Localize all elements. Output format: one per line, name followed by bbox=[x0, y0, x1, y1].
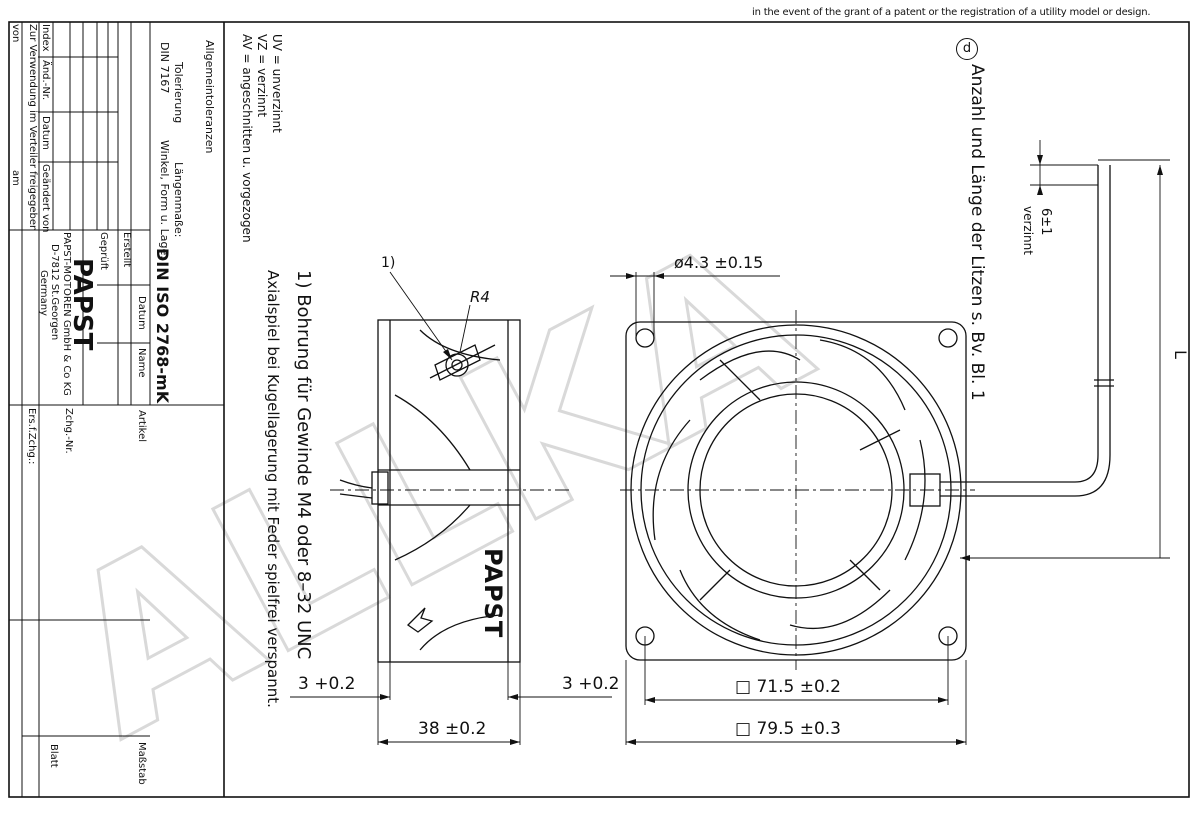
fan-side-view bbox=[330, 319, 570, 663]
tb-on: am bbox=[10, 170, 21, 186]
tb-name: Name bbox=[136, 348, 147, 378]
tb-by: von bbox=[10, 24, 21, 43]
fan-brand-label: PAPST bbox=[479, 548, 507, 639]
note-bore-thread: 1) Bohrung für Gewinde M4 oder 8–32 UNC bbox=[293, 270, 314, 660]
dim-frame-size: □ 79.5 ±0.3 bbox=[735, 719, 842, 739]
tb-sheet: Blatt bbox=[48, 744, 59, 768]
tb-drawing-number: Zchg.-Nr. bbox=[63, 408, 74, 454]
tb-tolerancing: Tolerierung bbox=[172, 62, 185, 124]
tb-rev-date: Datum bbox=[40, 116, 51, 150]
tb-checked: Geprüft bbox=[98, 232, 109, 270]
note-axial-play: Axialspiel bei Kugellagerung mit Feder s… bbox=[264, 270, 282, 708]
title-block-grid bbox=[9, 22, 224, 797]
dimension-lines bbox=[290, 140, 1170, 745]
dim-lead-length: L bbox=[1171, 350, 1190, 359]
dim-hole-pitch: □ 71.5 ±0.2 bbox=[735, 677, 842, 697]
tb-date: Datum bbox=[136, 296, 147, 330]
watermark-text: ALLKA bbox=[24, 188, 843, 786]
dim-flange-left: 3 +0.2 bbox=[298, 674, 356, 694]
tb-replaces: Ers.f.Zchg.: bbox=[26, 408, 37, 465]
dim-flange-right: 3 +0.2 bbox=[562, 674, 620, 694]
note-d-marker: d bbox=[956, 38, 978, 60]
tb-country: Germany bbox=[38, 270, 49, 316]
tb-angle-form: Winkel, Form u. Lage: bbox=[158, 140, 171, 259]
tb-company: PAPST-MOTOREN GmbH & Co KG bbox=[61, 232, 72, 396]
frame-borders bbox=[8, 21, 1190, 798]
tb-article: Artikel bbox=[136, 410, 147, 443]
tb-iso-standard: DIN ISO 2768-mK bbox=[153, 248, 172, 404]
copyright-note: in the event of the grant of a patent or… bbox=[752, 7, 1151, 18]
tb-din: DIN 7167 bbox=[158, 42, 171, 94]
watermark: ALLKA bbox=[23, 187, 845, 788]
tb-rev-change-no: Änd.-Nr. bbox=[40, 60, 51, 101]
tb-address: D-7812 St.Georgen bbox=[49, 244, 60, 341]
tb-rev-changed-by: Geändert von bbox=[40, 164, 51, 233]
legend-uv: UV = unverzinnt bbox=[270, 34, 284, 133]
tb-length-dims: Längenmaße: bbox=[172, 162, 185, 238]
dim-lead-strip: 6±1 bbox=[1038, 208, 1053, 236]
dim-depth: 38 ±0.2 bbox=[418, 719, 487, 739]
tb-created: Erstellt bbox=[121, 232, 132, 268]
dim-hole-diameter: ø4.3 ±0.15 bbox=[674, 253, 764, 272]
arrowheads bbox=[378, 155, 1163, 745]
fan-front-view bbox=[620, 165, 1114, 670]
tb-rev-index: Index bbox=[40, 24, 51, 52]
tb-logo: PAPST bbox=[67, 258, 97, 351]
dim-radius: R4 bbox=[470, 288, 490, 306]
tb-release: Zur Verwendung im Verteiler freigegeben bbox=[27, 24, 38, 232]
legend-av: AV = angeschnitten u. vorgezogen bbox=[240, 34, 254, 243]
note-litzen: Anzahl und Länge der Litzen s. Bv. Bl. 1 bbox=[967, 64, 987, 401]
dim-callout: 1) bbox=[381, 255, 396, 271]
tb-general-tolerances: Allgemeintoleranzen bbox=[203, 40, 216, 154]
legend-vz: VZ = verzinnt bbox=[255, 34, 269, 118]
dim-lead-finish: verzinnt bbox=[1021, 206, 1035, 255]
tb-scale: Maßstab bbox=[136, 742, 147, 785]
